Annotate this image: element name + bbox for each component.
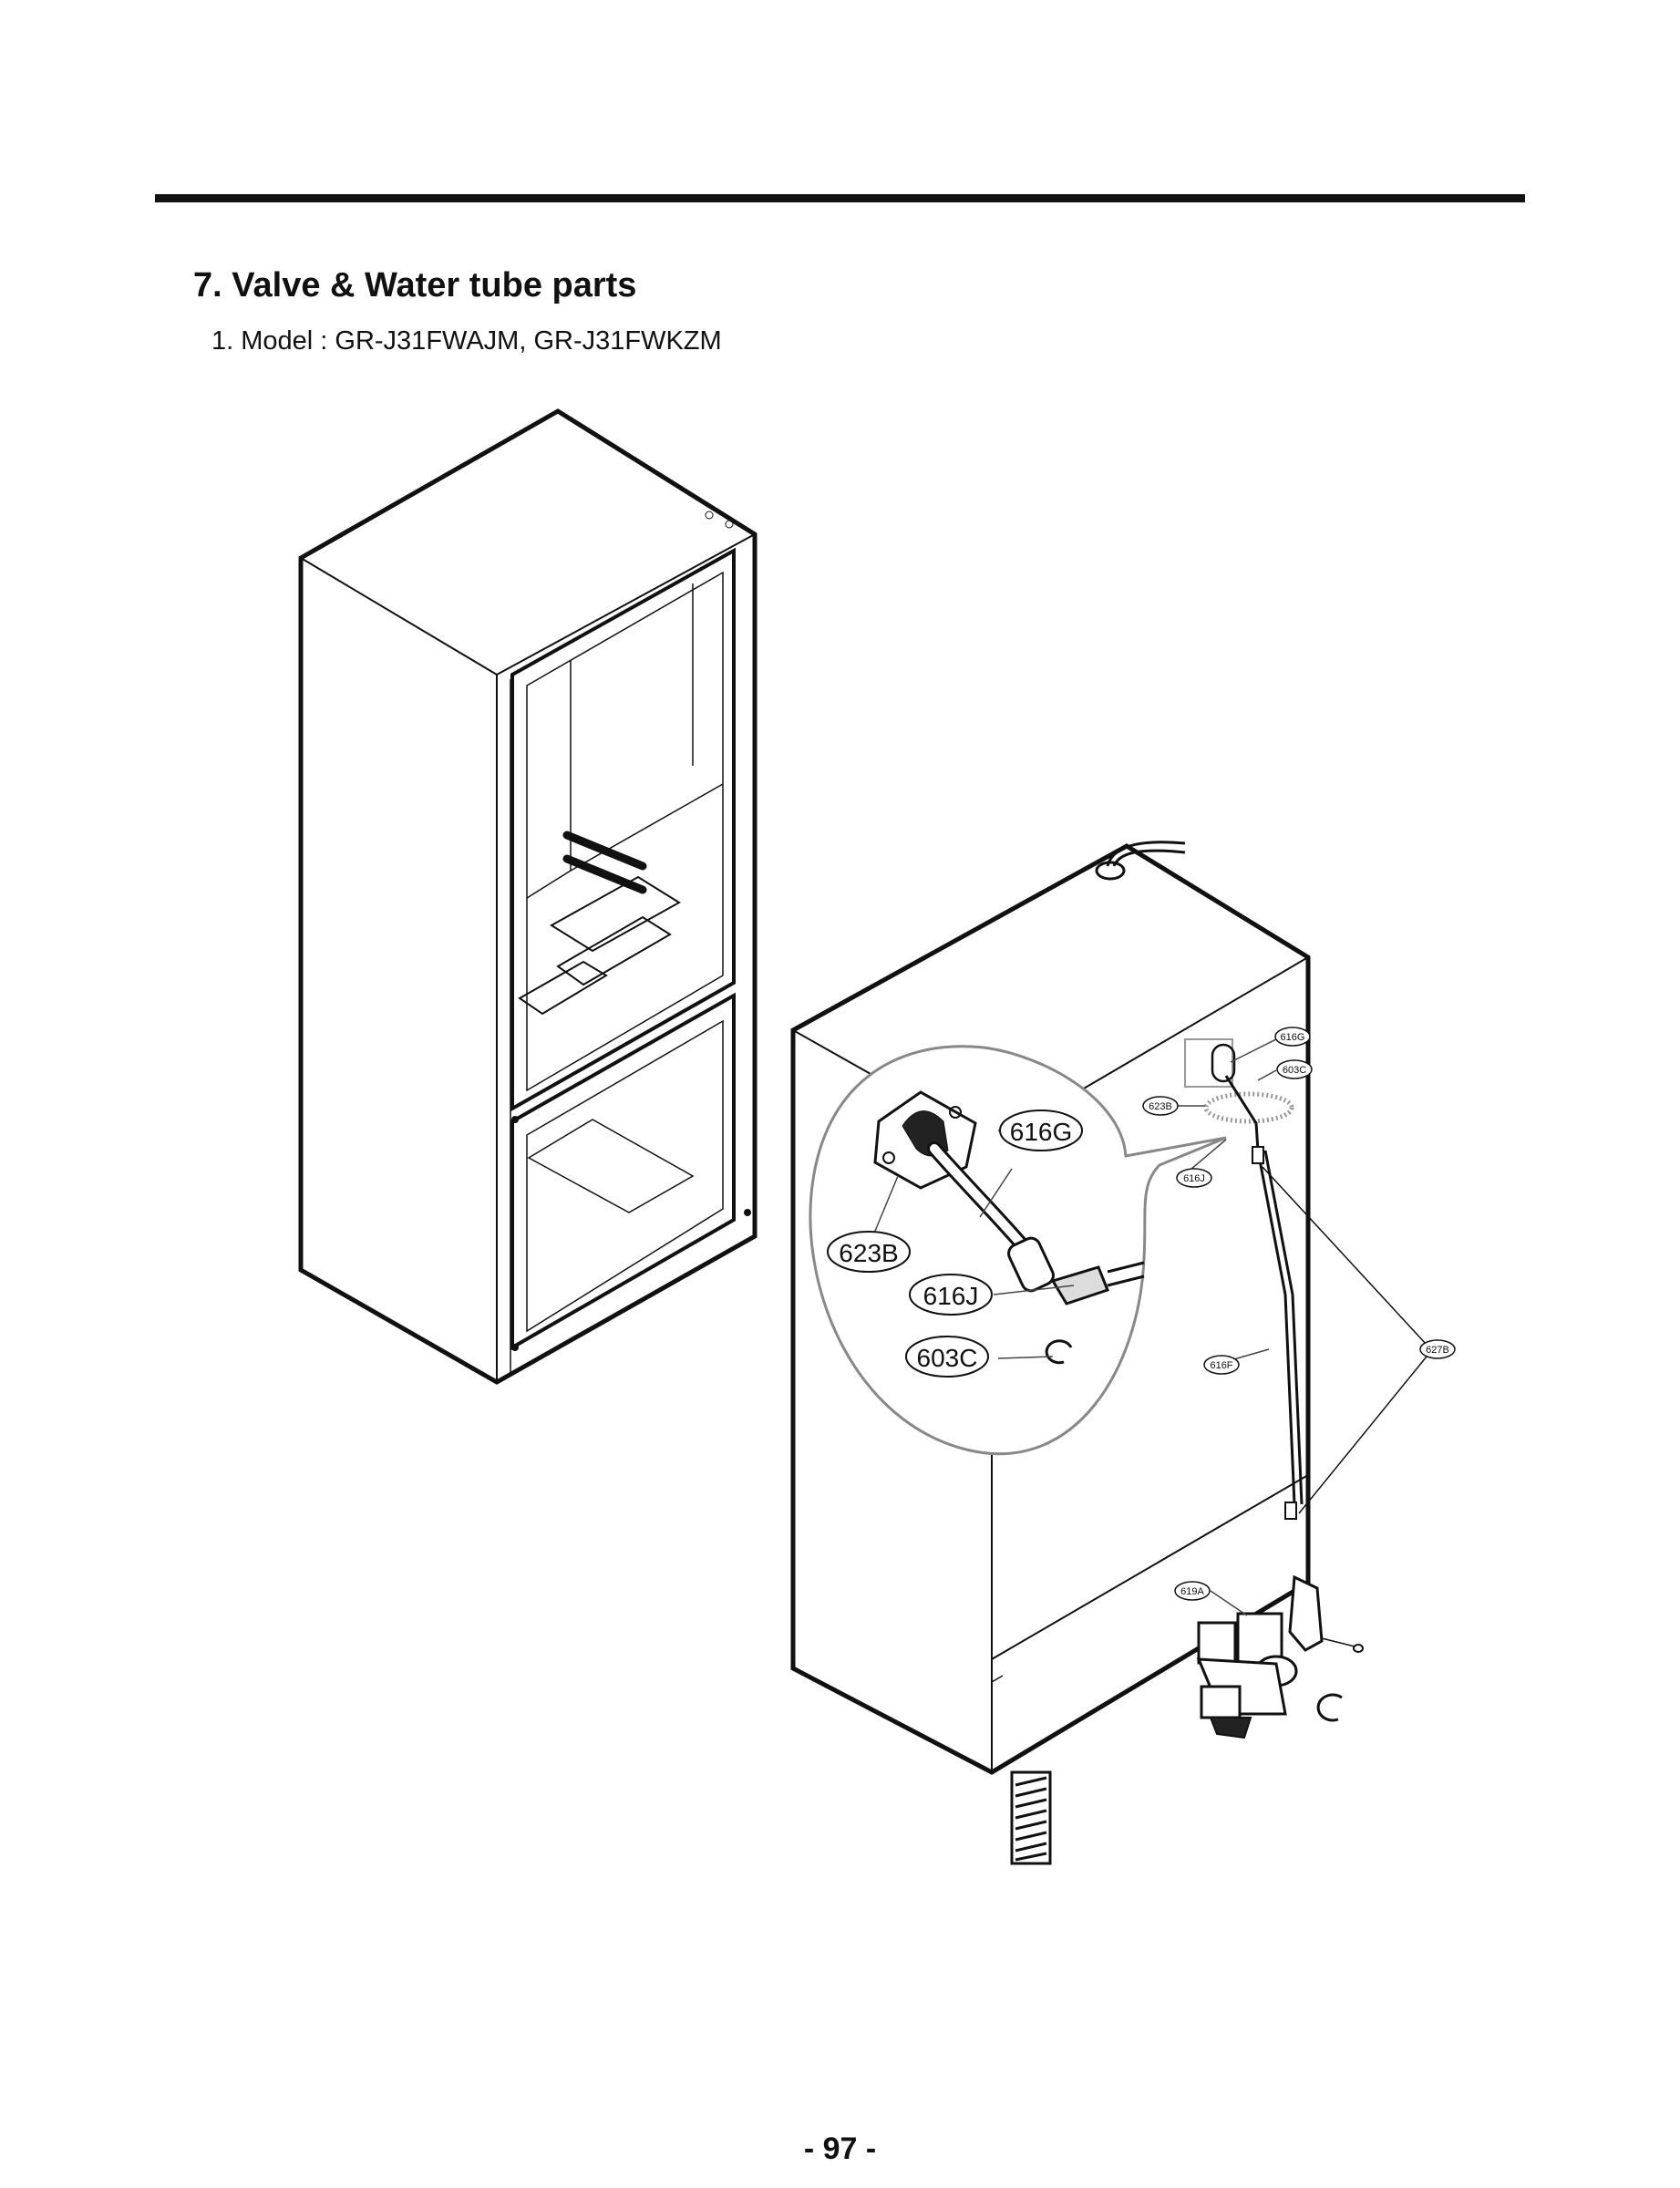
header-rule	[155, 194, 1525, 202]
top-hose-grommet	[1095, 841, 1186, 881]
callout-label: 616G	[1281, 1032, 1305, 1043]
callout-label: 619A	[1180, 1586, 1204, 1597]
callout-label: 623B	[1149, 1101, 1172, 1112]
zoom-callout-label: 616J	[923, 1282, 979, 1310]
vent-grille	[1010, 1770, 1052, 1865]
zoom-callout-616j: 616J	[909, 1274, 993, 1316]
callout-label: 603C	[1283, 1065, 1306, 1076]
callout-623b: 623B	[1142, 1096, 1179, 1116]
zoom-callout-label: 616G	[1010, 1118, 1073, 1146]
page-number: - 97 -	[803, 2131, 877, 2166]
callout-603c: 603C	[1276, 1059, 1313, 1079]
callout-616g: 616G	[1274, 1027, 1311, 1047]
zoom-callout-label: 603C	[917, 1344, 978, 1372]
callout-627b: 627B	[1419, 1339, 1456, 1359]
front-cabinet	[298, 408, 758, 1385]
rear-parts	[1184, 1038, 1427, 1739]
callout-label: 616F	[1210, 1360, 1232, 1371]
callout-label: 616J	[1183, 1173, 1205, 1184]
model-subtitle: 1. Model : GR-J31FWAJM, GR-J31FWKZM	[211, 326, 722, 356]
callout-616j: 616J	[1176, 1168, 1212, 1188]
callout-label: 627B	[1426, 1345, 1449, 1356]
zoom-callout-label: 623B	[839, 1239, 898, 1267]
zoom-callout-603c: 603C	[905, 1336, 989, 1378]
callout-616f: 616F	[1203, 1355, 1240, 1375]
section-title: 7. Valve & Water tube parts	[193, 266, 637, 304]
zoom-callout-623b: 623B	[827, 1231, 911, 1273]
callout-619a: 619A	[1174, 1581, 1211, 1601]
zoom-callout-616g: 616G	[999, 1109, 1083, 1151]
